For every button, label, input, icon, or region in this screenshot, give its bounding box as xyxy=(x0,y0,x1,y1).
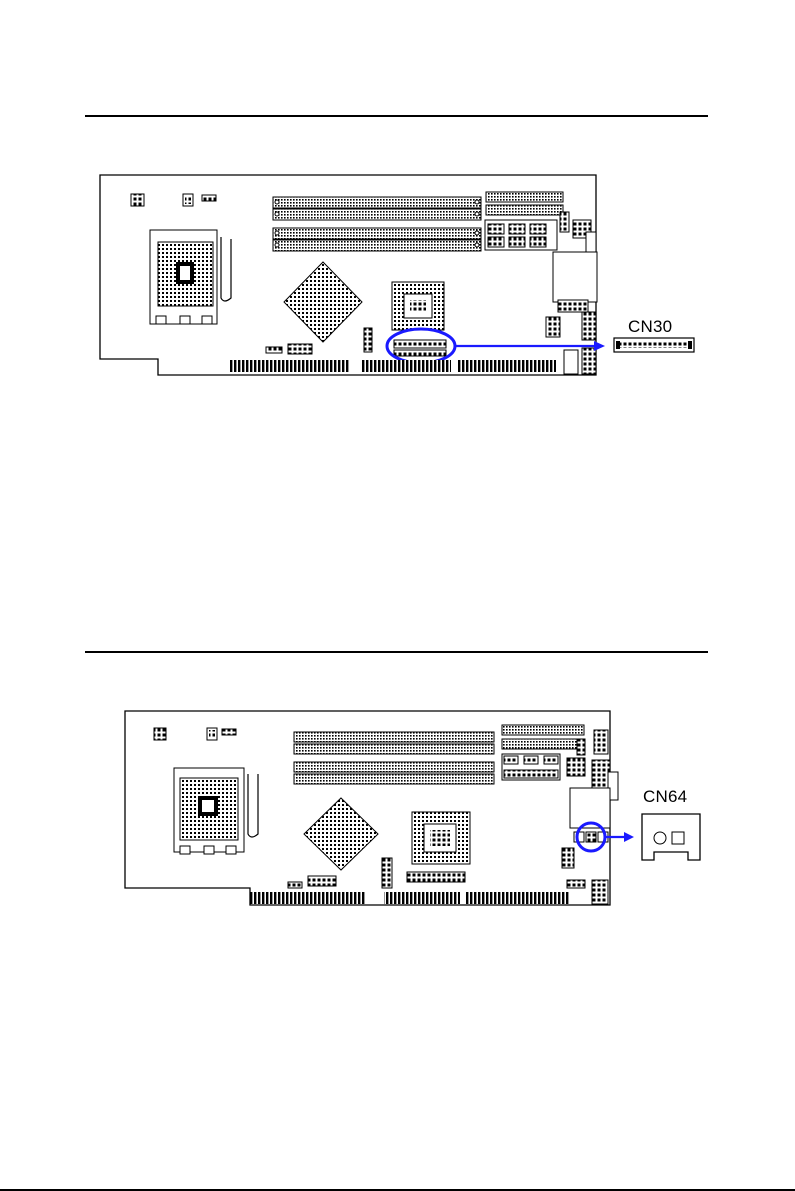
edge-fingers-1 xyxy=(250,892,366,904)
cn30-connector xyxy=(394,340,446,356)
header-1 xyxy=(131,194,144,206)
cn64-connector xyxy=(574,832,608,842)
section-divider-bottom xyxy=(85,651,708,653)
cn64-connector-detail xyxy=(642,814,700,860)
cn64-label: CN64 xyxy=(643,787,687,807)
section-divider-top xyxy=(85,115,708,117)
motherboard-diagram-cn64 xyxy=(122,708,710,908)
edge-fingers-2 xyxy=(361,360,451,372)
edge-fingers-3 xyxy=(458,360,556,372)
cn30-connector-detail xyxy=(614,338,694,352)
cn30-label: CN30 xyxy=(628,317,672,337)
edge-fingers-2 xyxy=(384,892,460,904)
motherboard-diagram-cn30 xyxy=(98,172,710,378)
edge-fingers-1 xyxy=(230,360,350,372)
header-3 xyxy=(202,195,216,201)
edge-fingers-3 xyxy=(466,892,570,904)
